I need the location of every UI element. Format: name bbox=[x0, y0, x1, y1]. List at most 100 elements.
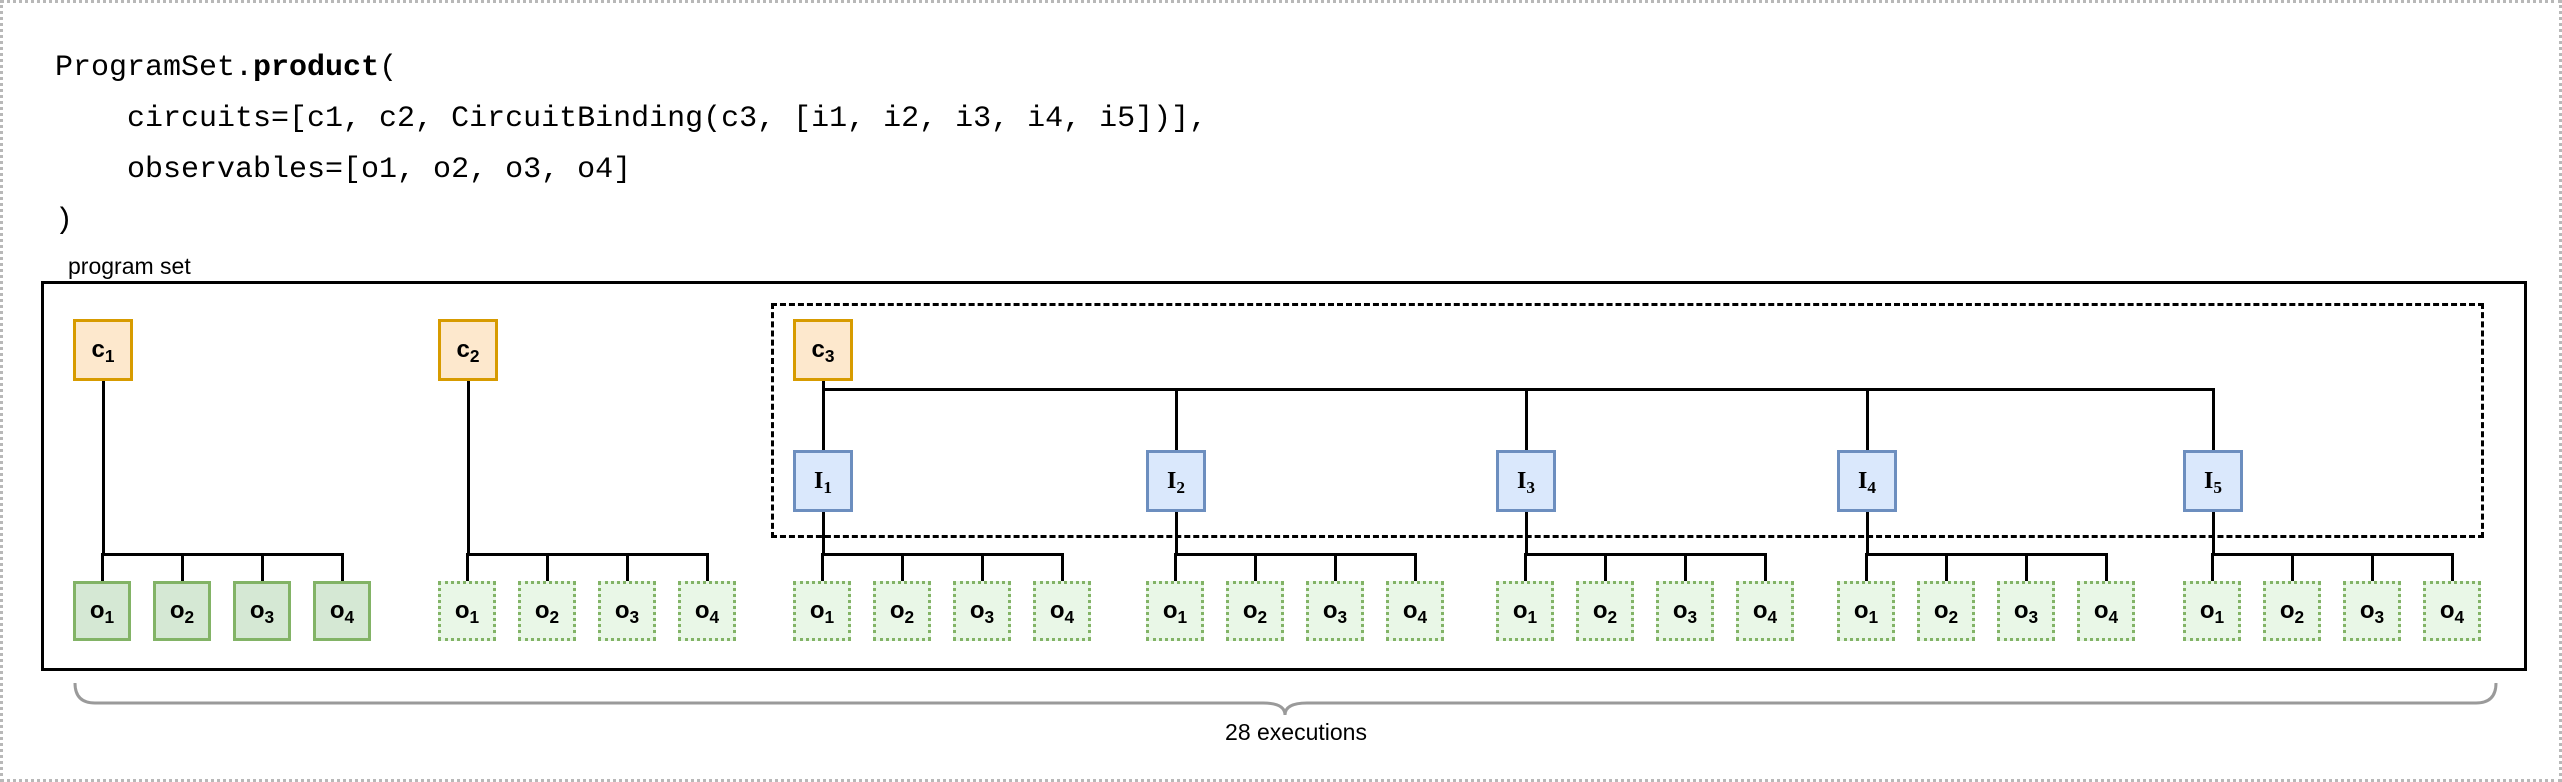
binding-stem-i5 bbox=[2212, 388, 2215, 450]
code-line-1: ProgramSet.product( bbox=[55, 43, 1207, 94]
observable-node-g2-o4[interactable]: o4 bbox=[678, 581, 736, 641]
observable-node-g3-o1[interactable]: o1 bbox=[793, 581, 851, 641]
observable-stem-g7-o2 bbox=[2291, 553, 2294, 581]
circuit-node-c1[interactable]: c1 bbox=[73, 319, 133, 381]
observable-stem-g1-o4 bbox=[341, 553, 344, 581]
observable-node-g5-o3[interactable]: o3 bbox=[1656, 581, 1714, 641]
observable-node-g7-o1[interactable]: o1 bbox=[2183, 581, 2241, 641]
observable-node-g2-o3[interactable]: o3 bbox=[598, 581, 656, 641]
observable-node-g7-o2[interactable]: o2 bbox=[2263, 581, 2321, 641]
code-text: observables=[o1, o2, o3, o4] bbox=[55, 153, 632, 187]
binding-drop-i3 bbox=[1525, 512, 1528, 553]
observable-node-g4-o3-label: o3 bbox=[1322, 597, 1348, 628]
observable-node-g4-o4[interactable]: o4 bbox=[1386, 581, 1444, 641]
observable-node-g3-o4[interactable]: o4 bbox=[1033, 581, 1091, 641]
observable-node-g3-o1-label: o1 bbox=[809, 597, 835, 628]
binding-node-i3[interactable]: I3 bbox=[1496, 450, 1556, 512]
observable-node-g5-o2[interactable]: o2 bbox=[1576, 581, 1634, 641]
observable-node-g1-o2[interactable]: o2 bbox=[153, 581, 211, 641]
observable-node-g6-o4[interactable]: o4 bbox=[2077, 581, 2135, 641]
observable-stem-g2-o3 bbox=[626, 553, 629, 581]
observable-node-g6-o3-label: o3 bbox=[2013, 597, 2039, 628]
observable-node-g3-o3[interactable]: o3 bbox=[953, 581, 1011, 641]
observable-stem-g1-o1 bbox=[101, 553, 104, 581]
observable-node-g3-o2[interactable]: o2 bbox=[873, 581, 931, 641]
observable-stem-g2-o4 bbox=[706, 553, 709, 581]
observable-node-g4-o4-label: o4 bbox=[1402, 597, 1428, 628]
observable-stem-g1-o2 bbox=[181, 553, 184, 581]
observable-stem-g5-o4 bbox=[1764, 553, 1767, 581]
observable-node-g1-o3[interactable]: o3 bbox=[233, 581, 291, 641]
binding-node-i1[interactable]: I1 bbox=[793, 450, 853, 512]
observable-stem-g3-o2 bbox=[901, 553, 904, 581]
binding-node-i1-label: I1 bbox=[814, 468, 832, 498]
observable-node-g4-o1-label: o1 bbox=[1162, 597, 1188, 628]
circuit-node-c3-label: c3 bbox=[811, 336, 835, 367]
observable-node-g7-o3-label: o3 bbox=[2359, 597, 2385, 628]
observable-stem-g7-o4 bbox=[2451, 553, 2454, 581]
binding-node-i2[interactable]: I2 bbox=[1146, 450, 1206, 512]
observable-stem-g6-o4 bbox=[2105, 553, 2108, 581]
observable-node-g7-o3[interactable]: o3 bbox=[2343, 581, 2401, 641]
observable-stem-g6-o2 bbox=[1945, 553, 1948, 581]
observable-node-g2-o3-label: o3 bbox=[614, 597, 640, 628]
executions-caption-row: 28 executions bbox=[3, 721, 2559, 744]
observable-node-g4-o3[interactable]: o3 bbox=[1306, 581, 1364, 641]
code-text: ( bbox=[379, 51, 398, 85]
code-line-2: circuits=[c1, c2, CircuitBinding(c3, [i1… bbox=[55, 94, 1207, 145]
code-keyword: product bbox=[253, 51, 380, 85]
observable-node-g6-o3[interactable]: o3 bbox=[1997, 581, 2055, 641]
observable-node-g5-o4[interactable]: o4 bbox=[1736, 581, 1794, 641]
observable-node-g5-o1-label: o1 bbox=[1512, 597, 1538, 628]
observable-node-g6-o2-label: o2 bbox=[1933, 597, 1959, 628]
observable-node-g1-o4[interactable]: o4 bbox=[313, 581, 371, 641]
binding-bus bbox=[822, 388, 2215, 391]
observable-stem-g4-o4 bbox=[1414, 553, 1417, 581]
circuit-stem-c2 bbox=[467, 381, 470, 553]
observable-node-g7-o4[interactable]: o4 bbox=[2423, 581, 2481, 641]
executions-brace bbox=[73, 681, 2498, 717]
observable-node-g2-o2[interactable]: o2 bbox=[518, 581, 576, 641]
circuit-node-c2[interactable]: c2 bbox=[438, 319, 498, 381]
observable-node-g5-o3-label: o3 bbox=[1672, 597, 1698, 628]
code-snippet: ProgramSet.product( circuits=[c1, c2, Ci… bbox=[55, 43, 1207, 247]
program-set-label: program set bbox=[68, 253, 191, 279]
observable-stem-g3-o4 bbox=[1061, 553, 1064, 581]
observable-stem-g3-o1 bbox=[821, 553, 824, 581]
observable-node-g6-o1-label: o1 bbox=[1853, 597, 1879, 628]
binding-node-i2-label: I2 bbox=[1167, 468, 1185, 498]
observable-node-g1-o1[interactable]: o1 bbox=[73, 581, 131, 641]
observable-node-g4-o1[interactable]: o1 bbox=[1146, 581, 1204, 641]
code-text: ) bbox=[55, 204, 74, 238]
observable-bus-g6 bbox=[1865, 553, 2108, 556]
binding-node-i5-label: I5 bbox=[2204, 468, 2222, 498]
observable-node-g4-o2[interactable]: o2 bbox=[1226, 581, 1284, 641]
binding-node-i4[interactable]: I4 bbox=[1837, 450, 1897, 512]
observable-node-g6-o4-label: o4 bbox=[2093, 597, 2119, 628]
circuit-node-c3[interactable]: c3 bbox=[793, 319, 853, 381]
observable-node-g6-o2[interactable]: o2 bbox=[1917, 581, 1975, 641]
observable-stem-g6-o1 bbox=[1865, 553, 1868, 581]
observable-node-g5-o1[interactable]: o1 bbox=[1496, 581, 1554, 641]
observable-bus-g3 bbox=[821, 553, 1064, 556]
observable-node-g2-o2-label: o2 bbox=[534, 597, 560, 628]
observable-stem-g5-o2 bbox=[1604, 553, 1607, 581]
observable-node-g7-o2-label: o2 bbox=[2279, 597, 2305, 628]
observable-node-g7-o1-label: o1 bbox=[2199, 597, 2225, 628]
observable-node-g1-o1-label: o1 bbox=[89, 597, 115, 628]
circuit-binding-frame bbox=[771, 303, 2484, 538]
observable-bus-g5 bbox=[1524, 553, 1767, 556]
observable-node-g2-o1-label: o1 bbox=[454, 597, 480, 628]
observable-stem-g5-o1 bbox=[1524, 553, 1527, 581]
observable-node-g6-o1[interactable]: o1 bbox=[1837, 581, 1895, 641]
observable-node-g1-o2-label: o2 bbox=[169, 597, 195, 628]
binding-stem-i2 bbox=[1175, 388, 1178, 450]
circuit-stem-c1 bbox=[102, 381, 105, 553]
code-line-3: observables=[o1, o2, o3, o4] bbox=[55, 145, 1207, 196]
observable-stem-g3-o3 bbox=[981, 553, 984, 581]
observable-node-g1-o4-label: o4 bbox=[329, 597, 355, 628]
binding-node-i5[interactable]: I5 bbox=[2183, 450, 2243, 512]
observable-node-g2-o1[interactable]: o1 bbox=[438, 581, 496, 641]
observable-node-g5-o2-label: o2 bbox=[1592, 597, 1618, 628]
observable-bus-g4 bbox=[1174, 553, 1417, 556]
